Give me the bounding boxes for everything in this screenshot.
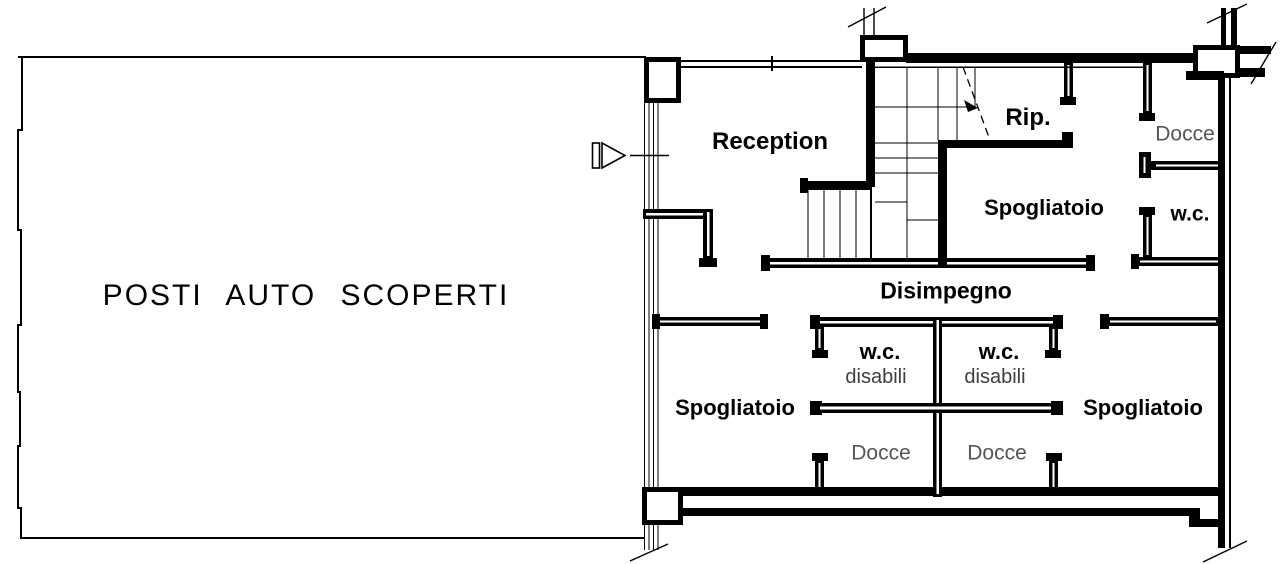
entrance-arrow-icon [591,141,669,170]
room-label-docce-right: Docce [967,441,1027,465]
interior-walls [643,62,1224,497]
room-label-spogliatoio-top: Spogliatoio [984,195,1104,220]
room-label-spogliatoio-right: Spogliatoio [1083,395,1203,420]
parking-label: POSTI AUTO SCOPERTI [102,279,510,312]
room-label-wc-top: w.c. [1170,202,1210,226]
room-sublabel-wc-disabili-right: disabili [964,366,1026,388]
room-label-docce-left: Docce [851,441,911,465]
room-label-spogliatoio-left: Spogliatoio [675,395,795,420]
room-label-rip: Rip. [1005,104,1051,131]
room-label-wc-disabili-left: w.c. [859,339,901,364]
parking-outline [17,56,646,539]
stairs [807,66,991,258]
room-sublabel-wc-disabili-left: disabili [845,366,907,388]
room-label-docce-top: Docce [1155,122,1215,146]
room-label-disimpegno: Disimpegno [880,277,1012,304]
room-label-wc-disabili-right: w.c. [978,339,1020,364]
room-label-reception: Reception [711,128,829,155]
wall-break-marks [629,3,1277,563]
